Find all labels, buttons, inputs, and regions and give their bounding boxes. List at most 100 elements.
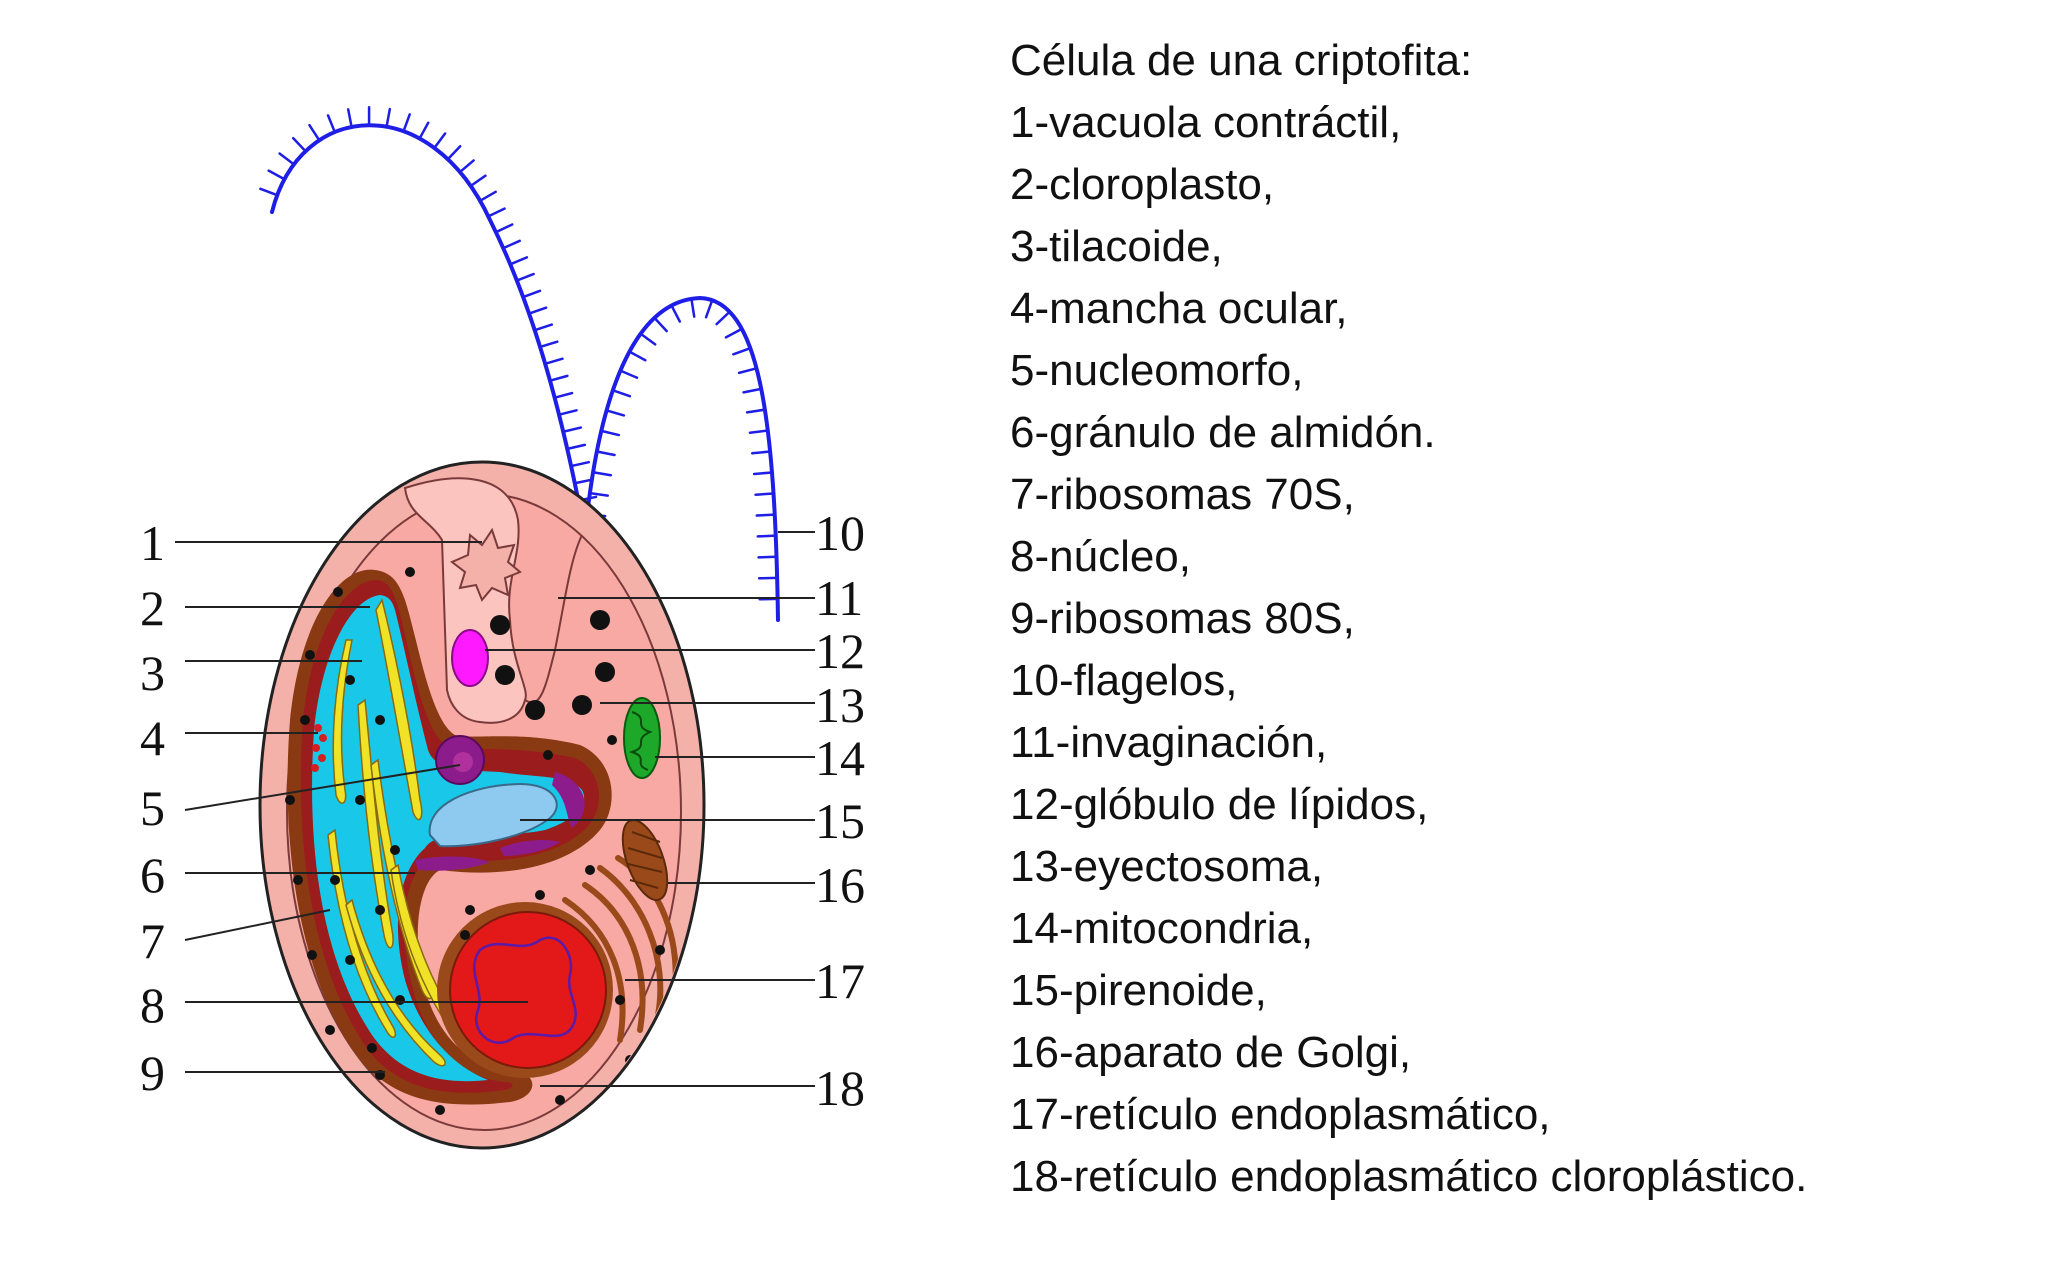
contractile-vacuole	[450, 527, 522, 602]
mastigoneme	[291, 136, 307, 153]
mastigoneme	[446, 145, 462, 161]
mastigoneme	[756, 534, 777, 538]
legend-item-17: 17-retículo endoplasmático,	[1010, 1090, 1551, 1139]
ribosome-80s	[333, 587, 343, 597]
mastigoneme	[748, 429, 770, 434]
lipid-globule	[451, 629, 489, 687]
ribosome-70s	[375, 715, 385, 725]
legend-item-8: 8-núcleo,	[1010, 532, 1192, 581]
mastigoneme	[521, 289, 542, 299]
mastigoneme	[605, 409, 626, 417]
legend-item-6: 6-gránulo de almidón.	[1010, 408, 1436, 457]
label-9: 9	[140, 1045, 165, 1101]
legend-title: Célula de una criptofita:	[1010, 36, 1473, 85]
thylakoid	[370, 758, 433, 1000]
legend-item-7: 7-ribosomas 70S,	[1010, 470, 1355, 519]
ribosome-80s	[285, 795, 295, 805]
mastigoneme	[326, 114, 337, 134]
leader-7	[184, 909, 331, 941]
label-3: 3	[140, 645, 165, 701]
mastigoneme	[346, 108, 353, 129]
ribosome-80s	[460, 930, 470, 940]
legend-list: 1-vacuola contráctil, 2-cloroplasto, 3-t…	[1010, 92, 2030, 1208]
left-numbers: 1 2 3 4 5 6 7 8 9	[140, 515, 165, 1101]
ribosome-70s	[330, 875, 340, 885]
mastigoneme	[433, 132, 447, 150]
mastigoneme	[553, 391, 574, 399]
legend-item-14: 14-mitocondria,	[1010, 904, 1314, 953]
mastigoneme	[670, 304, 682, 323]
ribosome-80s	[465, 905, 475, 915]
starch-granule	[415, 856, 490, 871]
legend-item-16: 16-aparato de Golgi,	[1010, 1028, 1412, 1077]
mastigoneme	[562, 426, 583, 434]
mastigoneme	[494, 223, 514, 234]
ribosome-70s	[345, 675, 355, 685]
ribosome-70s	[390, 845, 400, 855]
mastigoneme	[557, 409, 578, 416]
mastigoneme	[502, 239, 521, 250]
ribosome-70s	[367, 1043, 377, 1053]
legend-item-9: 9-ribosomas 80S,	[1010, 594, 1355, 643]
mastigoneme	[533, 323, 554, 332]
ribosome-80s	[585, 865, 595, 875]
mastigoneme	[458, 159, 475, 174]
label-18: 18	[815, 1060, 865, 1116]
legend-item-15: 15-pirenoide,	[1010, 966, 1267, 1015]
pyrenoid	[428, 782, 558, 848]
leader-lines	[175, 531, 815, 1087]
right-numbers: 10 11 12 13 14 15 16 17 18	[815, 505, 865, 1116]
mastigoneme	[538, 340, 559, 349]
label-4: 4	[140, 710, 165, 766]
legend-item-2: 2-cloroplasto,	[1010, 160, 1275, 209]
starch-granule	[500, 840, 560, 856]
mastigoneme	[715, 310, 731, 326]
ribosome-80s	[307, 950, 317, 960]
mastigoneme	[591, 471, 613, 477]
label-12: 12	[815, 623, 865, 679]
mastigoneme	[267, 169, 286, 181]
ribosome-80s	[655, 945, 665, 955]
ejectosomes	[490, 610, 615, 720]
ribosomes-70s	[330, 675, 405, 1053]
mastigoneme	[509, 256, 529, 266]
label-16: 16	[815, 857, 865, 913]
leader-5	[184, 764, 461, 811]
mastigoneme	[515, 272, 535, 282]
legend-item-10: 10-flagelos,	[1010, 656, 1238, 705]
thylakoids	[327, 598, 474, 1067]
nucleomorph-nucleolus	[453, 752, 473, 772]
mastigoneme	[595, 450, 616, 457]
cryptophyte-cell-diagram: 1 2 3 4 5 6 7 8 9 10 11 12 13 14 15 16 1…	[140, 105, 865, 1150]
label-2: 2	[140, 580, 165, 636]
mastigoneme	[385, 107, 392, 129]
ribosome-80s	[607, 735, 617, 745]
mastigoneme	[527, 306, 548, 315]
label-5: 5	[140, 780, 165, 836]
label-8: 8	[140, 977, 165, 1033]
mastigoneme	[543, 357, 564, 366]
mastigoneme	[566, 443, 587, 451]
mastigoneme	[750, 450, 772, 455]
ribosome-70s	[395, 995, 405, 1005]
label-13: 13	[815, 677, 865, 733]
legend-item-11: 11-invaginación,	[1010, 718, 1328, 767]
legend-item-18: 18-retículo endoplasmático cloroplástico…	[1010, 1152, 1808, 1201]
legend-item-4: 4-mancha ocular,	[1010, 284, 1348, 333]
ribosome-70s	[355, 795, 365, 805]
legend-item-12: 12-glóbulo de lípidos,	[1010, 780, 1429, 829]
label-6: 6	[140, 847, 165, 903]
mastigoneme	[600, 429, 621, 437]
mastigoneme	[611, 389, 632, 398]
mastigoneme	[690, 297, 696, 318]
label-1: 1	[140, 515, 165, 571]
legend-item-3: 3-tilacoide,	[1010, 222, 1223, 271]
mastigoneme	[628, 350, 647, 362]
label-10: 10	[815, 505, 865, 561]
mastigoneme	[569, 460, 590, 468]
ribosome-80s	[325, 1025, 335, 1035]
legend-item-1: 1-vacuola contráctil,	[1010, 98, 1402, 147]
label-15: 15	[815, 793, 865, 849]
mastigoneme	[742, 387, 763, 394]
label-17: 17	[815, 953, 865, 1009]
